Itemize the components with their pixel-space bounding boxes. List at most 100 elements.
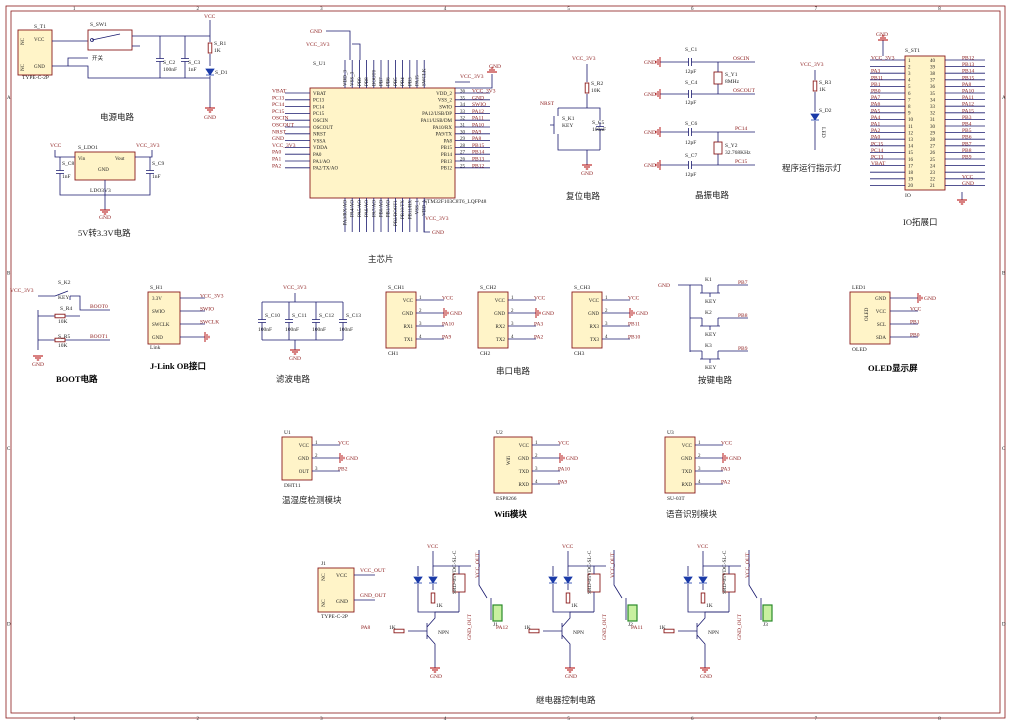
pc14-net: PC14 bbox=[735, 126, 747, 132]
io-right-net: GND bbox=[962, 181, 974, 187]
mcu-right-pin: PA10/RX bbox=[433, 126, 453, 131]
filter-circuit: VCC_3V3 S_C10100nFS_C11100nFS_C12100nFS_… bbox=[257, 285, 361, 384]
relay-t-pin-gnd: GND bbox=[336, 599, 348, 605]
wifi-net: GND bbox=[566, 456, 578, 462]
relay-stage-1-relay-name: SRD-05VDC-SL-C bbox=[452, 550, 458, 594]
io-name: IO bbox=[905, 193, 911, 199]
vcc33-net-mcu-right: VCC_3V3 bbox=[460, 74, 484, 80]
y2-ref: S_Y2 bbox=[725, 143, 738, 149]
c4-ref: S_C4 bbox=[685, 80, 697, 86]
mcu-right-net: VCC_3V3 bbox=[472, 89, 496, 95]
mcu-bottom-pin: PA6/AO bbox=[365, 200, 370, 217]
filter-cap-ref: S_C11 bbox=[292, 313, 307, 319]
gnd-net-c6: GND bbox=[644, 130, 656, 136]
io-left-num: 9 bbox=[908, 112, 911, 117]
serial-3-net: PB11 bbox=[628, 322, 640, 328]
io-right-net: PA8 bbox=[962, 82, 972, 88]
jlink-net: SWCLK bbox=[200, 320, 219, 326]
mcu-right-pin: SWIO bbox=[439, 105, 452, 110]
oled-net: PB0 bbox=[910, 333, 920, 339]
t1-pin-gnd: GND bbox=[34, 65, 45, 70]
gnd-net-boot: GND bbox=[32, 362, 44, 368]
dht-title: 温湿度检测模块 bbox=[282, 495, 342, 505]
serial-3-pin: GND bbox=[588, 312, 599, 317]
y1-ref: S_Y1 bbox=[725, 72, 738, 78]
mcu-right-net: GND bbox=[472, 95, 484, 101]
filter-cap-value: 100nF bbox=[258, 327, 272, 333]
mcu-right-net: PB12 bbox=[472, 163, 484, 169]
serial-1-ref: S_CH1 bbox=[388, 285, 404, 291]
c6-value: 12pF bbox=[685, 140, 696, 146]
r2-ref: S_R2 bbox=[591, 81, 603, 87]
r5-value: 10K bbox=[58, 343, 68, 349]
mcu-left-pin: VDDA bbox=[313, 146, 328, 151]
mcu-right-pin: PB14 bbox=[441, 153, 453, 158]
voice-net: GND bbox=[729, 456, 741, 462]
c7-ref: S_C7 bbox=[685, 153, 697, 159]
mcu-left-net: NRST bbox=[272, 129, 287, 135]
mcu-chip: S_U1 STM32F103C8T6_LQFP48 VBATVBATPC13PC… bbox=[272, 29, 501, 264]
serial-1-pin: GND bbox=[402, 312, 413, 317]
io-left-net: PA7 bbox=[871, 95, 881, 101]
relay-stage-2-led-r: 1K bbox=[571, 603, 578, 609]
reset-circuit-title: 复位电路 bbox=[566, 191, 601, 201]
r5-ref: S_R5 bbox=[58, 334, 70, 340]
mcu-right-pin: PB13 bbox=[441, 160, 453, 165]
ldo-pin-vin: Vin bbox=[78, 157, 86, 162]
serial-2-ref: S_CH2 bbox=[480, 285, 496, 291]
wifi-net: PA9 bbox=[558, 480, 568, 486]
serial-1-net: PA9 bbox=[442, 335, 452, 341]
gnd-net-c7: GND bbox=[644, 163, 656, 169]
voice-pin-num: 3 bbox=[698, 467, 701, 472]
io-right-num: 24 bbox=[930, 164, 936, 169]
r1-value: 1K bbox=[214, 48, 221, 54]
io-left-num: 4 bbox=[908, 79, 911, 84]
gnd-net-reset: GND bbox=[581, 171, 593, 177]
col-label-bottom: 4 bbox=[444, 717, 447, 722]
oscout-net: OSCOUT bbox=[733, 88, 756, 94]
c2-ref: S_C2 bbox=[163, 60, 175, 66]
mcu-left-pin: VSSA bbox=[313, 139, 326, 144]
voice-pin-num: 1 bbox=[698, 441, 701, 446]
serial-1-net: PA10 bbox=[442, 322, 454, 328]
mcu-top-pin: PA15 bbox=[416, 75, 421, 86]
gnd-out-net: GND_OUT bbox=[360, 593, 387, 599]
mcu-bottom-pin: PA3/RX/AO bbox=[344, 200, 349, 226]
serial-2-net: PA2 bbox=[534, 335, 544, 341]
io-right-num: 30 bbox=[930, 125, 936, 130]
relay-stage-2-base-r: 1K bbox=[524, 625, 531, 631]
gnd-net-filter: GND bbox=[289, 356, 301, 362]
wifi-pin: RXD bbox=[518, 483, 529, 488]
jlink-ref: S_H1 bbox=[150, 285, 163, 291]
mcu-bottom-pin: PB1/AO bbox=[387, 200, 392, 218]
r1-ref: S_R1 bbox=[214, 41, 226, 47]
io-right-num: 36 bbox=[930, 85, 936, 90]
io-left-num: 7 bbox=[908, 98, 911, 103]
serial-1-net: GND bbox=[450, 311, 462, 317]
serial-3-pin-num: 4 bbox=[605, 335, 608, 340]
row-label-left: A bbox=[7, 96, 11, 101]
serial-1-pin-num: 1 bbox=[419, 296, 422, 301]
io-left-num: 20 bbox=[908, 184, 914, 189]
key-ref: K3 bbox=[705, 343, 712, 349]
voice-pin-num: 4 bbox=[698, 480, 701, 485]
oled-title: OLED显示屏 bbox=[868, 363, 918, 373]
reset-circuit: VCC_3V3 S_R2 10K NRST S_K1 KEY S_C5 100n… bbox=[540, 56, 606, 201]
mcu-top-pin: SWCLK bbox=[423, 68, 428, 86]
crystal-circuit-title: 晶振电路 bbox=[695, 190, 730, 200]
io-right-net: PB8 bbox=[962, 148, 972, 154]
io-right-num: 22 bbox=[930, 178, 936, 183]
relay-t-pin-vcc: VCC bbox=[336, 573, 348, 579]
gnd-net-keys: GND bbox=[658, 283, 670, 289]
oscin-net: OSCIN bbox=[733, 56, 750, 62]
mcu-bottom-pin: PA4/AO bbox=[351, 200, 356, 217]
oled-net: PB1 bbox=[910, 320, 920, 326]
dht-net: PB2 bbox=[338, 467, 348, 473]
mcu-bottom-pin: PB10/TX bbox=[401, 200, 406, 220]
